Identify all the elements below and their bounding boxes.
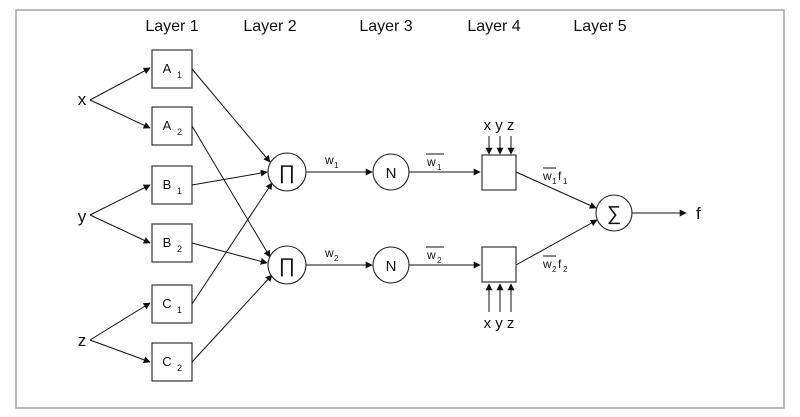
- svg-text:2: 2: [177, 244, 182, 254]
- weight-label-wbar2: w 2: [426, 246, 444, 265]
- layer3-norm-node-1: N: [372, 153, 410, 191]
- svg-text:w: w: [542, 169, 552, 183]
- svg-text:w: w: [426, 155, 436, 169]
- svg-text:C: C: [162, 354, 171, 369]
- layer1-node-a2: A 2: [151, 106, 193, 146]
- svg-text:B: B: [163, 177, 172, 192]
- svg-text:N: N: [386, 165, 397, 182]
- svg-text:2: 2: [552, 265, 557, 274]
- svg-text:2: 2: [563, 265, 568, 274]
- svg-text:f: f: [558, 169, 562, 183]
- svg-text:A: A: [163, 118, 172, 133]
- layer1-to-layer2-edges: [191, 68, 273, 363]
- input-x-label: x: [78, 90, 87, 109]
- output-label: f: [696, 204, 701, 223]
- layer4-inputs-top-label: x y z: [484, 117, 515, 134]
- svg-text:1: 1: [437, 163, 442, 172]
- layer1-node-c1: C 1: [151, 284, 193, 324]
- layer4-input-arrows-top: [485, 136, 515, 155]
- weight-label-wbar1: w 1: [426, 153, 444, 172]
- svg-text:2: 2: [177, 127, 182, 137]
- input-y-label: y: [78, 207, 87, 226]
- layer4-inputs-bottom-label: x y z: [484, 315, 515, 332]
- svg-text:w: w: [542, 257, 552, 271]
- svg-text:N: N: [386, 258, 397, 275]
- layer-label-2: Layer 2: [243, 18, 296, 35]
- weight-label-w2: w 2: [324, 246, 339, 263]
- layer1-node-b1: B 1: [151, 165, 193, 205]
- input-z-label: z: [78, 331, 87, 350]
- diagram-frame: [15, 9, 785, 409]
- weight-label-wf1: w 1 f 1: [542, 167, 568, 186]
- svg-text:∏: ∏: [279, 255, 295, 277]
- layer4-node-2: [481, 246, 517, 283]
- layer-label-3: Layer 3: [359, 18, 412, 35]
- layer4-node-1: [481, 154, 517, 191]
- input-edges: [89, 67, 151, 364]
- svg-text:w: w: [324, 153, 334, 167]
- svg-text:1: 1: [552, 177, 557, 186]
- edge-wf1: [515, 171, 597, 209]
- layer2-product-node-1: ∏: [267, 152, 307, 192]
- svg-text:1: 1: [177, 186, 182, 196]
- layer4-input-arrows-bottom: [485, 283, 515, 312]
- svg-text:2: 2: [437, 256, 442, 265]
- layer5-sum-node: ∑: [595, 194, 633, 232]
- svg-text:∑: ∑: [607, 203, 621, 225]
- svg-text:1: 1: [563, 177, 568, 186]
- layer1-node-b2: B 2: [151, 223, 193, 263]
- svg-text:B: B: [163, 235, 172, 250]
- weight-label-w1: w 1: [324, 153, 339, 170]
- svg-text:C: C: [162, 296, 171, 311]
- svg-text:∏: ∏: [279, 162, 295, 184]
- svg-text:2: 2: [177, 363, 182, 373]
- layer-label-1: Layer 1: [145, 18, 198, 35]
- svg-text:f: f: [558, 257, 562, 271]
- svg-text:w: w: [324, 246, 334, 260]
- layer-label-5: Layer 5: [573, 18, 626, 35]
- edge-wf2: [515, 219, 598, 266]
- svg-text:1: 1: [177, 305, 182, 315]
- layer1-node-c2: C 2: [151, 342, 193, 382]
- svg-text:2: 2: [334, 254, 339, 263]
- layer1-node-a1: A 1: [151, 49, 193, 89]
- svg-text:1: 1: [177, 70, 182, 80]
- layer3-norm-node-2: N: [372, 246, 410, 284]
- weight-label-wf2: w 2 f 2: [542, 255, 568, 274]
- svg-text:A: A: [163, 61, 172, 76]
- svg-text:w: w: [426, 248, 436, 262]
- svg-text:1: 1: [334, 161, 339, 170]
- layer2-product-node-2: ∏: [267, 245, 307, 285]
- layer-label-4: Layer 4: [467, 18, 520, 35]
